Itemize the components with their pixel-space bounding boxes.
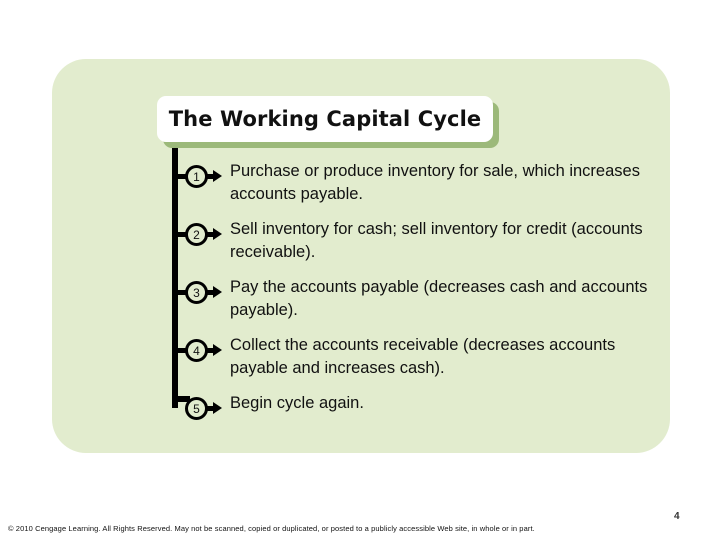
arrow-shaft-icon bbox=[207, 174, 215, 179]
step-number-badge: 2 bbox=[185, 223, 208, 246]
page-number: 4 bbox=[674, 511, 680, 522]
step-marker-5: 5 bbox=[178, 397, 222, 421]
flow-spine-line bbox=[172, 140, 178, 408]
list-item: 5 Begin cycle again. bbox=[157, 392, 657, 438]
step-text: Pay the accounts payable (decreases cash… bbox=[230, 278, 648, 319]
spine-tick-icon bbox=[178, 348, 187, 353]
copyright-notice: © 2010 Cengage Learning. All Rights Rese… bbox=[8, 524, 535, 533]
arrow-shaft-icon bbox=[207, 232, 215, 237]
list-item: 1 Purchase or produce inventory for sale… bbox=[157, 160, 657, 206]
spine-tick-icon bbox=[178, 174, 187, 179]
slide-title-plate: The Working Capital Cycle bbox=[157, 96, 493, 142]
arrow-shaft-icon bbox=[207, 290, 215, 295]
step-text: Sell inventory for cash; sell inventory … bbox=[230, 220, 643, 261]
step-text: Purchase or produce inventory for sale, … bbox=[230, 162, 640, 203]
arrow-right-icon bbox=[213, 286, 222, 298]
arrow-right-icon bbox=[213, 228, 222, 240]
spine-tick-icon bbox=[178, 290, 187, 295]
arrow-shaft-icon bbox=[207, 406, 215, 411]
spine-tick-icon bbox=[178, 232, 187, 237]
arrow-right-icon bbox=[213, 170, 222, 182]
arrow-right-icon bbox=[213, 402, 222, 414]
step-marker-2: 2 bbox=[178, 223, 222, 247]
list-item: 4 Collect the accounts receivable (decre… bbox=[157, 334, 657, 380]
working-capital-cycle-steps: 1 Purchase or produce inventory for sale… bbox=[157, 160, 657, 450]
step-number-badge: 1 bbox=[185, 165, 208, 188]
list-item: 3 Pay the accounts payable (decreases ca… bbox=[157, 276, 657, 322]
flow-spine-elbow bbox=[172, 396, 190, 402]
page-title: The Working Capital Cycle bbox=[168, 107, 482, 131]
step-text: Begin cycle again. bbox=[230, 394, 364, 412]
list-item: 2 Sell inventory for cash; sell inventor… bbox=[157, 218, 657, 264]
step-number-badge: 4 bbox=[185, 339, 208, 362]
step-text: Collect the accounts receivable (decreas… bbox=[230, 336, 616, 377]
step-marker-4: 4 bbox=[178, 339, 222, 363]
step-number-badge: 5 bbox=[185, 397, 208, 420]
arrow-shaft-icon bbox=[207, 348, 215, 353]
slide-title-box: The Working Capital Cycle bbox=[157, 96, 499, 148]
step-marker-1: 1 bbox=[178, 165, 222, 189]
step-number-badge: 3 bbox=[185, 281, 208, 304]
arrow-right-icon bbox=[213, 344, 222, 356]
step-marker-3: 3 bbox=[178, 281, 222, 305]
